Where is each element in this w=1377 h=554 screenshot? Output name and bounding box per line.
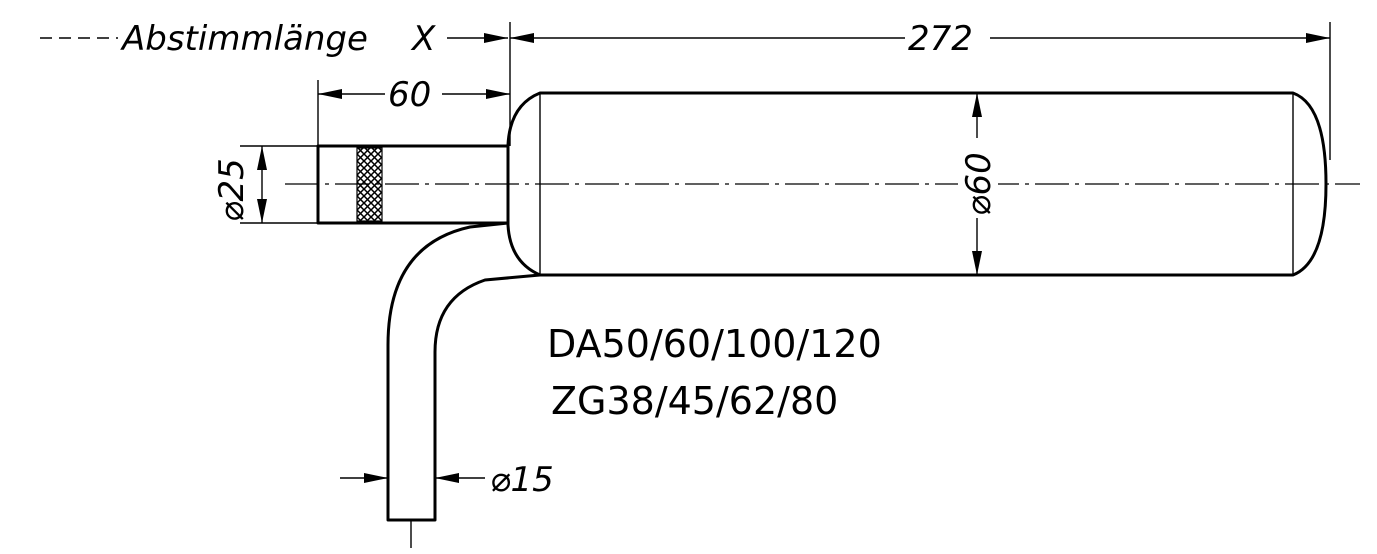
outlet-diameter-arrow-right (435, 473, 459, 483)
body-diameter-label: ⌀60 (959, 152, 999, 216)
inlet-length-arrow-right (486, 89, 510, 99)
outlet-diameter-arrow-left (364, 473, 388, 483)
inlet-length-arrow-left (318, 89, 342, 99)
knurled-grip (356, 147, 383, 222)
tuning-length-arrow (484, 33, 508, 43)
outlet-diameter-label: ⌀15 (490, 460, 554, 500)
model-list-da: DA50/60/100/120 (547, 322, 882, 366)
inlet-diameter-arrow-top (257, 146, 267, 170)
inlet-diameter-arrow-bottom (257, 199, 267, 223)
inlet-pipe (316, 144, 510, 225)
model-list-zg: ZG38/45/62/80 (551, 379, 838, 423)
body-length-arrow-left (510, 33, 534, 43)
body-length-arrow-right (1306, 33, 1330, 43)
inlet-diameter-label: ⌀25 (212, 158, 252, 222)
tuning-length-symbol: X (410, 19, 436, 59)
body-diameter-arrow-top (972, 93, 982, 117)
tuning-length-label: Abstimmlänge (120, 19, 368, 59)
body-length-label: 272 (908, 19, 973, 59)
body-diameter-arrow-bottom (972, 251, 982, 275)
body-diameter-label-gap (958, 136, 998, 220)
inlet-length-label: 60 (388, 75, 431, 115)
